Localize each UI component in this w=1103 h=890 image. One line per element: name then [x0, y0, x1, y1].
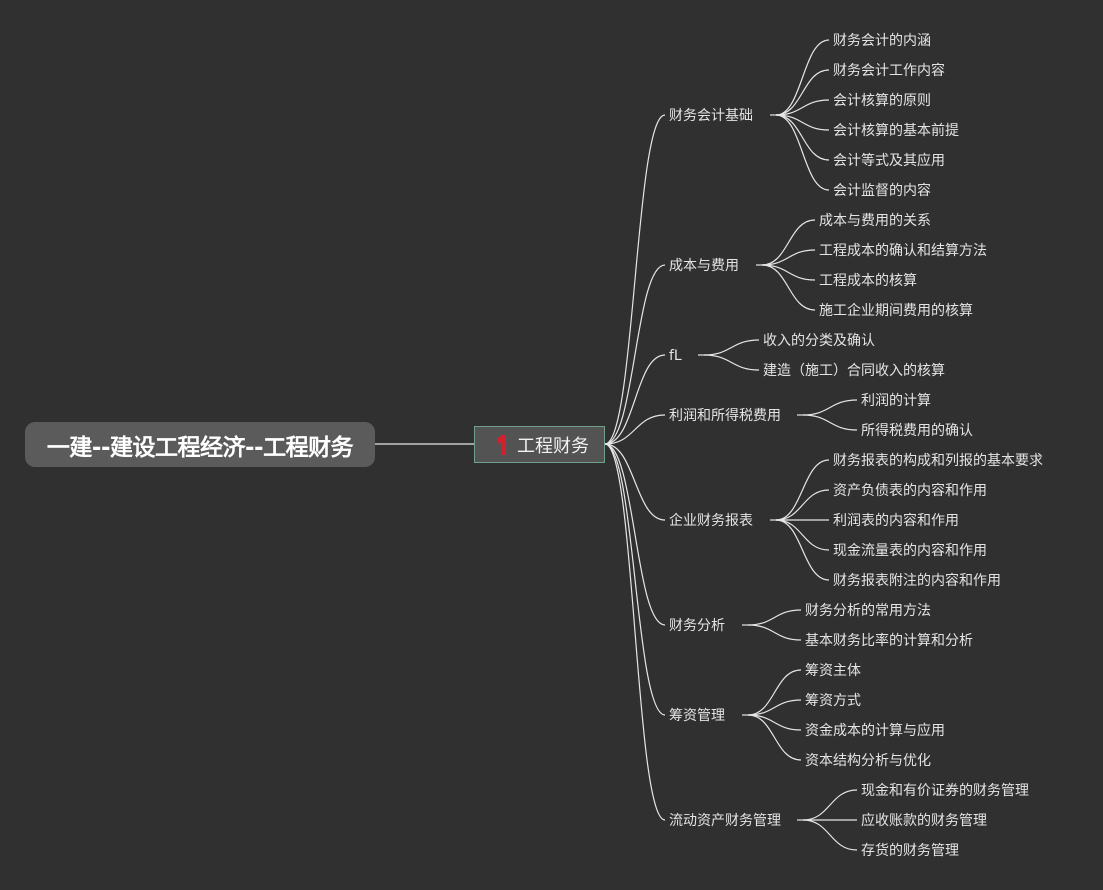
connector-line: [604, 443, 666, 821]
connector-line: [747, 609, 802, 626]
connector-line: [775, 39, 830, 116]
branch-cost-and-expense[interactable]: 成本与费用: [669, 258, 739, 274]
leaf-node[interactable]: 存货的财务管理: [861, 843, 959, 859]
connector-line: [802, 819, 858, 851]
connector-line: [802, 414, 858, 431]
connector-line: [747, 669, 802, 716]
connector-line: [604, 443, 666, 626]
connector-line: [604, 114, 666, 445]
connector-line: [604, 264, 666, 445]
leaf-node[interactable]: 施工企业期间费用的核算: [819, 303, 973, 319]
main-topic-engineering-finance[interactable]: 工程财务: [474, 426, 605, 463]
leaf-node[interactable]: 财务会计工作内容: [833, 63, 945, 79]
connector-line: [775, 519, 830, 581]
leaf-node[interactable]: 筹资方式: [805, 693, 861, 709]
root-title: 一建--建设工程经济--工程财务: [46, 434, 354, 461]
leaf-node[interactable]: 会计核算的原则: [833, 93, 931, 109]
number-one-marker-icon: [497, 434, 506, 455]
connector-line: [802, 789, 858, 821]
leaf-node[interactable]: 资本结构分析与优化: [805, 753, 931, 769]
leaf-node[interactable]: 财务报表附注的内容和作用: [833, 573, 1001, 589]
main-topic-title: 工程财务: [517, 435, 589, 457]
connector-line: [747, 714, 802, 761]
connector-line: [747, 624, 802, 641]
connector-line: [802, 399, 858, 416]
leaf-node[interactable]: 成本与费用的关系: [819, 213, 931, 229]
connector-line: [604, 354, 666, 445]
connector-line: [775, 99, 830, 116]
leaf-node[interactable]: 基本财务比率的计算和分析: [805, 633, 973, 649]
connector-line: [604, 443, 666, 716]
leaf-node[interactable]: 利润表的内容和作用: [833, 513, 959, 529]
leaf-node[interactable]: 所得税费用的确认: [861, 423, 973, 439]
leaf-node[interactable]: 现金流量表的内容和作用: [833, 543, 987, 559]
connector-line: [703, 354, 760, 371]
branch-financial-accounting-basics[interactable]: 财务会计基础: [669, 108, 753, 124]
branch-financing-management[interactable]: 筹资管理: [669, 708, 725, 724]
leaf-node[interactable]: 会计监督的内容: [833, 183, 931, 199]
connector-line: [604, 414, 666, 445]
leaf-node[interactable]: 财务会计的内涵: [833, 33, 931, 49]
connector-line: [747, 714, 802, 731]
connector-line: [775, 69, 830, 116]
leaf-node[interactable]: 工程成本的确认和结算方法: [819, 243, 987, 259]
connector-line: [775, 114, 830, 191]
leaf-node[interactable]: 财务分析的常用方法: [805, 603, 931, 619]
connector-line: [747, 699, 802, 716]
leaf-node[interactable]: 利润的计算: [861, 393, 931, 409]
leaf-node[interactable]: 资金成本的计算与应用: [805, 723, 945, 739]
branch-profit-and-income-tax[interactable]: 利润和所得税费用: [669, 408, 781, 424]
leaf-node[interactable]: 会计核算的基本前提: [833, 123, 959, 139]
root-topic[interactable]: 一建--建设工程经济--工程财务: [25, 422, 375, 467]
leaf-node[interactable]: 财务报表的构成和列报的基本要求: [833, 453, 1043, 469]
connector-line: [761, 264, 816, 311]
connector-line: [775, 114, 830, 131]
leaf-node[interactable]: 会计等式及其应用: [833, 153, 945, 169]
branch-financial-analysis[interactable]: 财务分析: [669, 618, 725, 634]
branch-revenue[interactable]: fL: [669, 348, 682, 364]
connector-line: [761, 249, 816, 266]
connector-line: [761, 264, 816, 281]
connector-line: [604, 443, 666, 521]
leaf-node[interactable]: 工程成本的核算: [819, 273, 917, 289]
connector-line: [761, 219, 816, 266]
connector-line: [775, 519, 830, 551]
leaf-node[interactable]: 收入的分类及确认: [763, 333, 875, 349]
connector-line: [775, 459, 830, 521]
leaf-node[interactable]: 应收账款的财务管理: [861, 813, 987, 829]
connector-line: [775, 489, 830, 521]
leaf-node[interactable]: 筹资主体: [805, 663, 861, 679]
leaf-node[interactable]: 建造（施工）合同收入的核算: [763, 363, 945, 379]
branch-financial-statements[interactable]: 企业财务报表: [669, 513, 753, 529]
leaf-node[interactable]: 资产负债表的内容和作用: [833, 483, 987, 499]
branch-current-assets-management[interactable]: 流动资产财务管理: [669, 813, 781, 829]
connector-line: [703, 339, 760, 356]
connector-line: [775, 114, 830, 161]
leaf-node[interactable]: 现金和有价证券的财务管理: [861, 783, 1029, 799]
